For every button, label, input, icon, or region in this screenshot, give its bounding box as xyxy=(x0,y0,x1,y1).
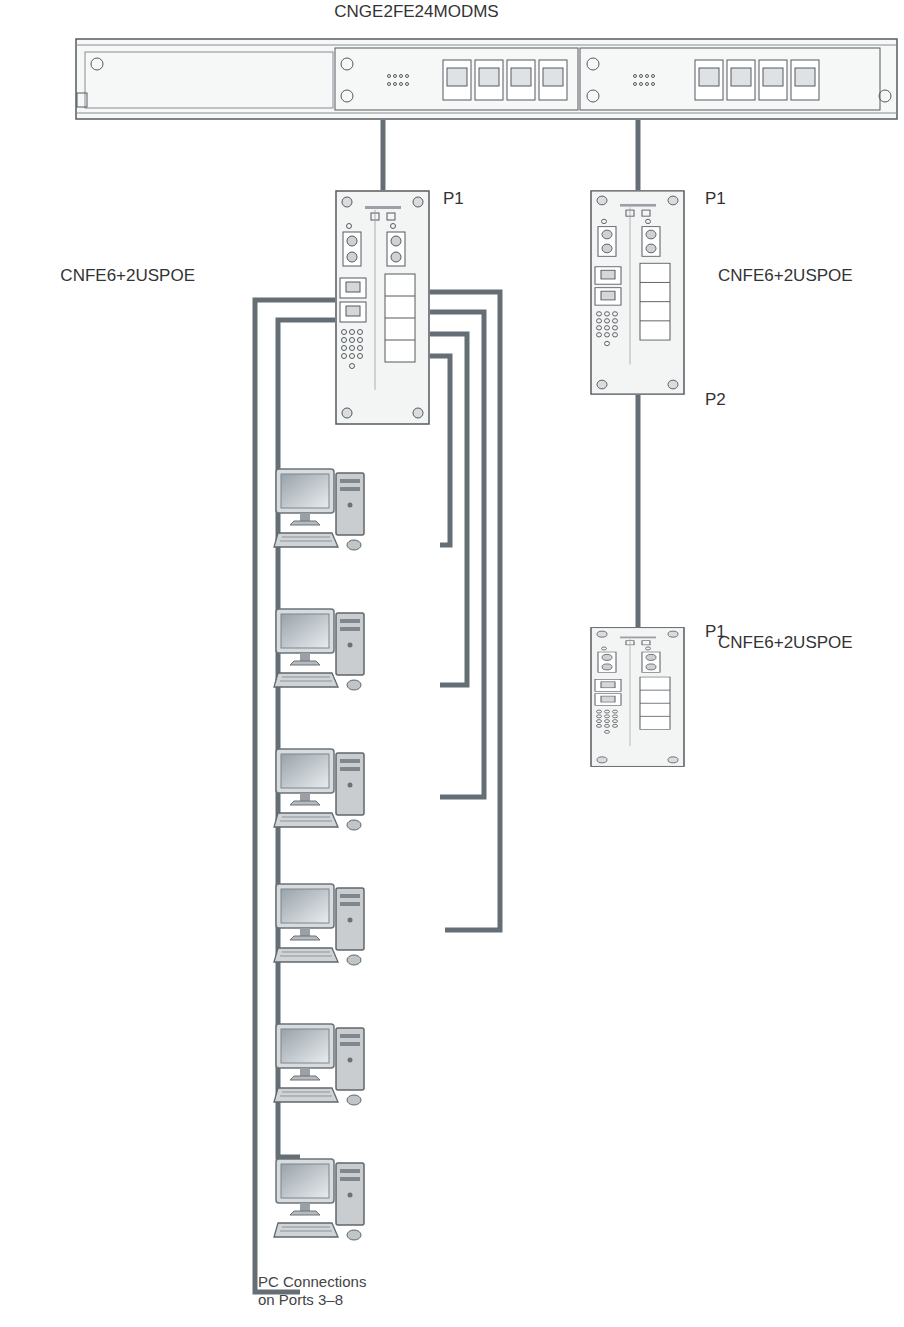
switch-module: CNFE6+2USPOE xyxy=(590,627,685,767)
model-name: CNFE6+2USPOE xyxy=(718,266,853,286)
cable-connector xyxy=(381,120,386,190)
switch-chassis: CNGE2FE24MODMS xyxy=(75,38,898,120)
caption-text: PC Connections on Ports 3–8 xyxy=(258,1273,378,1309)
cable-connector xyxy=(636,395,641,627)
cable-connector xyxy=(636,120,641,190)
switch-module: CNFE6+2USPOE xyxy=(590,190,685,395)
pc-icon xyxy=(274,469,364,1240)
port-label: P1 xyxy=(705,189,726,209)
switch-module-drawing xyxy=(590,190,685,395)
switch-module-drawing xyxy=(335,190,430,425)
port-label: P2 xyxy=(705,390,726,410)
switch-chassis-drawing xyxy=(75,38,898,120)
model-name: CNGE2FE24MODMS xyxy=(334,2,498,22)
port-label: P1 xyxy=(705,622,726,642)
model-name: CNFE6+2USPOE xyxy=(60,266,195,286)
model-name: CNFE6+2USPOE xyxy=(718,633,853,653)
switch-module: CNFE6+2USPOE xyxy=(335,190,430,425)
switch-module-drawing xyxy=(590,627,685,767)
port-label: P1 xyxy=(443,189,464,209)
